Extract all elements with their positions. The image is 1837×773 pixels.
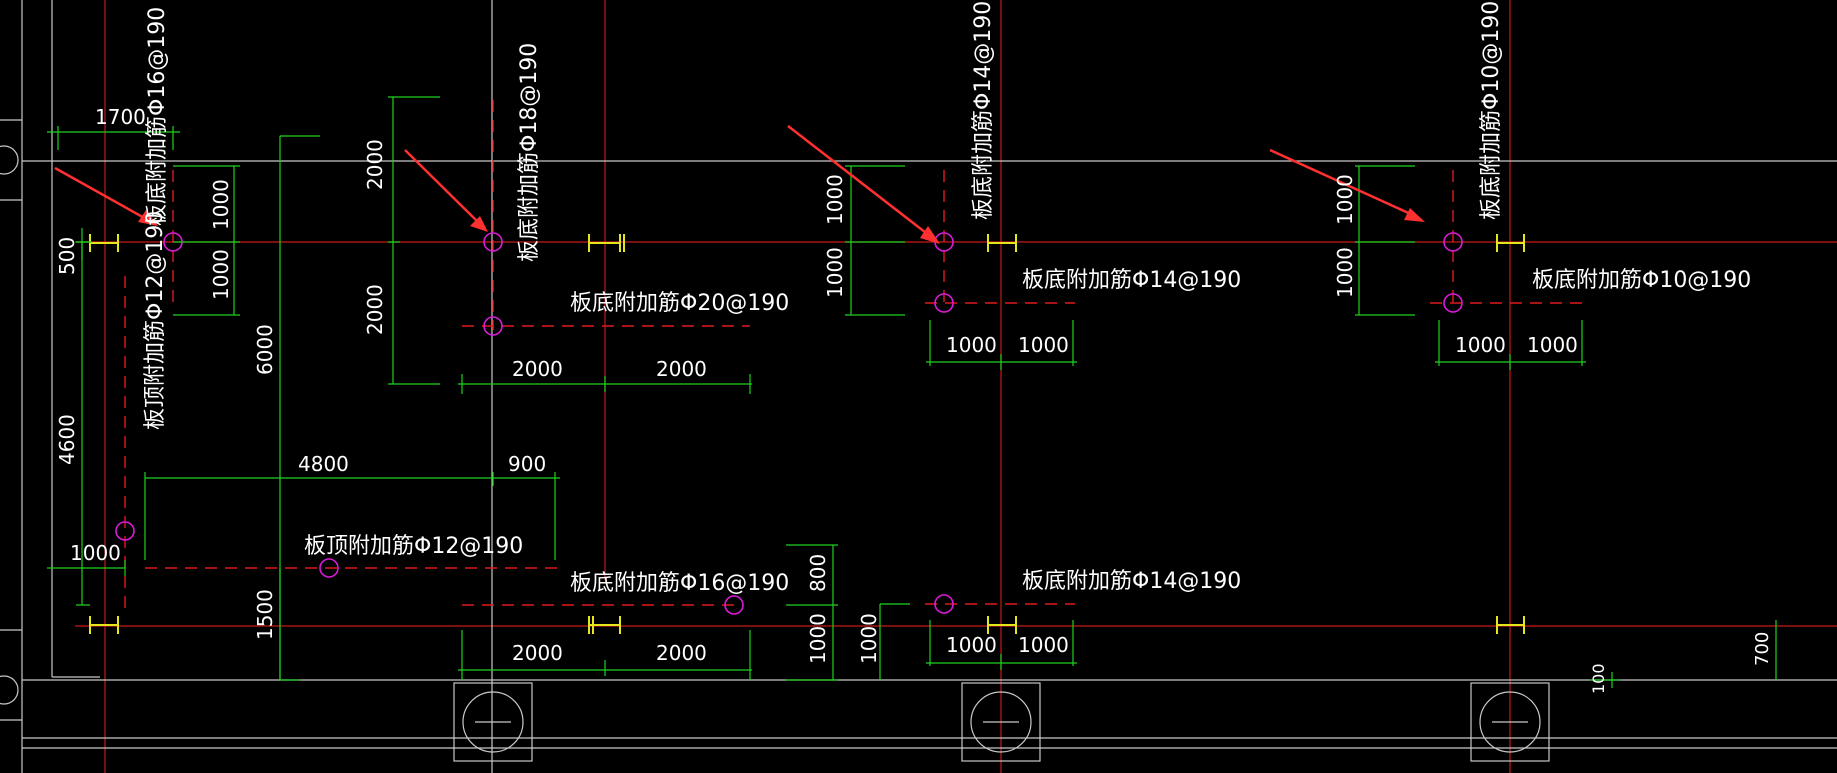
dim-1000-g: 1000 [1018, 333, 1069, 357]
pile-cap-3 [1470, 682, 1550, 762]
dimension-texts: 1700 500 1000 1000 2000 2000 6000 4600 4… [55, 105, 1773, 694]
marker-phi18[interactable] [483, 232, 503, 252]
axis-lines [75, 0, 1837, 773]
pointer-arrows [54, 125, 1425, 244]
rebar-dashed-lines [124, 100, 1585, 608]
dim-2000-a: 2000 [363, 139, 387, 190]
dim-1500: 1500 [253, 589, 277, 640]
label-top-phi10-v[interactable]: 板底附加筋Φ10@190 [1479, 1, 1504, 220]
dim-2000-b: 2000 [363, 284, 387, 335]
arrow-to-phi16 [54, 166, 158, 226]
column-circle-left-top [0, 145, 19, 175]
dim-2000-f: 2000 [656, 641, 707, 665]
support-symbol-6 [588, 616, 621, 634]
label-phi20[interactable]: 板底附加筋Φ20@190 [570, 291, 789, 316]
wall-left-notch-upper [0, 119, 22, 201]
wall-left-notch-lower [0, 629, 22, 721]
support-symbol-3 [987, 234, 1017, 252]
marker-phi20[interactable] [483, 316, 503, 336]
dim-1000-i: 1000 [857, 613, 881, 664]
support-symbol-4 [1496, 234, 1525, 252]
dim-800: 800 [806, 554, 830, 592]
marker-phi16-h[interactable] [724, 595, 744, 615]
marker-phi14-h[interactable] [934, 293, 954, 313]
label-phi14-h1[interactable]: 板底附加筋Φ14@190 [1022, 268, 1241, 293]
dim-1000-f: 1000 [946, 333, 997, 357]
dim-1000-o: 1000 [1527, 333, 1578, 357]
support-symbol-5 [89, 616, 119, 634]
support-symbol-2 [588, 234, 625, 252]
dim-6000: 6000 [253, 324, 277, 375]
support-symbol-7 [987, 616, 1017, 634]
marker-slabtop-phi12-h[interactable] [319, 558, 339, 578]
arrow-to-phi14 [787, 125, 940, 244]
pile-caps [453, 682, 1550, 762]
arrow-to-phi10 [1269, 148, 1425, 222]
label-slabtop-phi12-h[interactable]: 板顶附加筋Φ12@190 [304, 534, 523, 559]
label-top-phi16[interactable]: 板底附加筋Φ16@190 [145, 7, 170, 226]
dim-500: 500 [55, 237, 79, 275]
marker-phi14-h-lower[interactable] [934, 594, 954, 614]
dim-4800: 4800 [298, 452, 349, 476]
pile-cap-1 [453, 682, 533, 762]
dim-100: 100 [1589, 663, 1608, 694]
dim-1000-a: 1000 [209, 179, 233, 230]
dim-1000-n: 1000 [1455, 333, 1506, 357]
dim-2000-e: 2000 [512, 641, 563, 665]
support-symbols [89, 234, 1525, 634]
dim-1000-e: 1000 [823, 247, 847, 298]
dim-2000-d: 2000 [656, 357, 707, 381]
support-symbol-8 [1496, 616, 1525, 634]
dim-2000-c: 2000 [512, 357, 563, 381]
rebar-label-texts: 板底附加筋Φ16@190 板底附加筋Φ18@190 板底附加筋Φ20@190 板… [143, 1, 1751, 596]
dim-1000-m: 1000 [1333, 247, 1357, 298]
dim-1000-b: 1000 [209, 249, 233, 300]
marker-phi10-v[interactable] [1443, 232, 1463, 252]
label-phi14-h2[interactable]: 板底附加筋Φ14@190 [1022, 569, 1241, 594]
dimension-lines [47, 96, 1777, 688]
dim-700: 700 [1752, 632, 1773, 666]
label-top-phi18[interactable]: 板底附加筋Φ18@190 [517, 43, 542, 262]
marker-slabtop-phi12-v[interactable] [115, 521, 135, 541]
dim-1000-d: 1000 [823, 174, 847, 225]
dim-1000-j: 1000 [946, 633, 997, 657]
dim-4600: 4600 [55, 414, 79, 465]
label-phi10-h[interactable]: 板底附加筋Φ10@190 [1532, 268, 1751, 293]
pile-cap-2 [961, 682, 1041, 762]
marker-phi10-h[interactable] [1443, 293, 1463, 313]
dim-900: 900 [508, 452, 546, 476]
arrow-to-phi18 [404, 149, 488, 232]
support-symbol-1 [89, 234, 119, 252]
label-slabtop-phi12-v[interactable]: 板顶附加筋Φ12@190 [143, 211, 168, 430]
dim-1000-h: 1000 [806, 613, 830, 664]
label-top-phi14-v[interactable]: 板底附加筋Φ14@190 [971, 1, 996, 220]
column-circle-left-bottom [0, 675, 19, 705]
dim-1000-l: 1000 [1333, 174, 1357, 225]
dim-1000-k: 1000 [1018, 633, 1069, 657]
dim-1000-c: 1000 [70, 541, 121, 565]
dim-1700: 1700 [95, 105, 146, 129]
label-phi16-h[interactable]: 板底附加筋Φ16@190 [570, 571, 789, 596]
